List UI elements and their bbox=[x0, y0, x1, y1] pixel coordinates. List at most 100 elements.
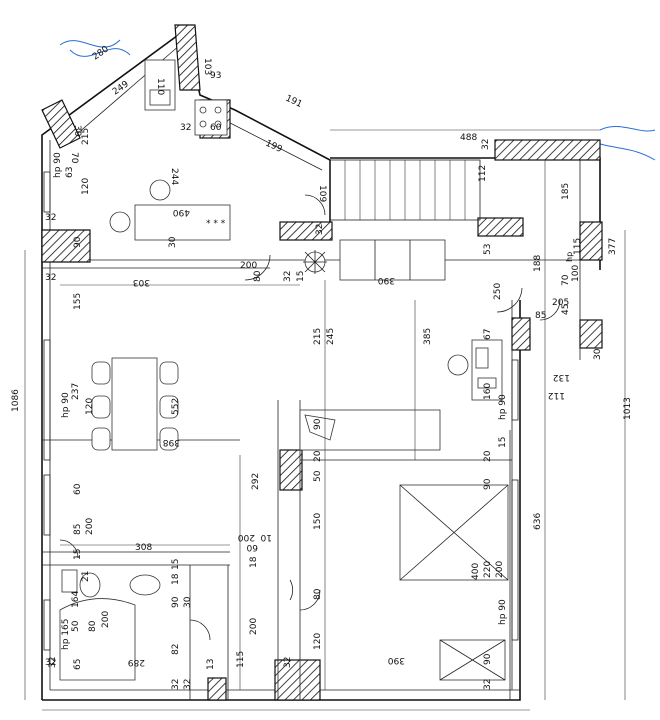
dim-label: 308 bbox=[135, 543, 152, 553]
dim-label: hp 165 bbox=[61, 619, 71, 650]
dim-label: 188 bbox=[533, 255, 543, 272]
dim-label: 18 bbox=[171, 573, 181, 585]
dim-label: 20 bbox=[313, 450, 323, 462]
dim-label: 115 bbox=[236, 651, 246, 668]
dim-label: 80 bbox=[253, 270, 263, 282]
dim-label: 160 bbox=[483, 383, 493, 400]
dim-label: 150 bbox=[313, 513, 323, 530]
dim-label: 90 bbox=[171, 596, 181, 608]
dim-label: 237 bbox=[71, 383, 81, 400]
dim-label: 109 bbox=[317, 185, 327, 202]
dim-label: hp bbox=[565, 252, 574, 262]
dim-label: 245 bbox=[326, 328, 336, 345]
dim-label: 10 bbox=[260, 532, 272, 542]
bed bbox=[399, 484, 509, 681]
dim-label: 185 bbox=[561, 183, 571, 200]
dim-label: 32 bbox=[48, 657, 58, 668]
dim-label: 120 bbox=[81, 178, 91, 195]
dim-label: 30 bbox=[593, 348, 603, 360]
dim-label: 110 bbox=[155, 78, 165, 95]
dim-label: 1013 bbox=[623, 397, 633, 420]
svg-text:* * *: * * * bbox=[206, 219, 226, 229]
dim-label: 32 bbox=[183, 679, 193, 690]
dim-label: 120 bbox=[85, 398, 95, 415]
dim-label: 199 bbox=[264, 139, 284, 155]
dim-label: 85 bbox=[73, 524, 83, 535]
dim-label: 90 bbox=[483, 653, 493, 665]
dim-label: 120 bbox=[313, 633, 323, 650]
dim-label: 90 bbox=[483, 478, 493, 490]
dim-label: 80 bbox=[313, 588, 323, 600]
dim-label: 32 bbox=[45, 273, 56, 283]
dim-label: 200 bbox=[101, 611, 111, 628]
dim-label: 21 bbox=[81, 571, 91, 582]
dim-label: 244 bbox=[169, 168, 179, 185]
dim-label: 70 bbox=[69, 152, 79, 164]
dim-label: 1086 bbox=[11, 389, 21, 412]
dining-table bbox=[91, 357, 179, 451]
dim-label: 45 bbox=[561, 304, 571, 315]
dim-label: 636 bbox=[533, 513, 543, 530]
dim-label: 90 bbox=[73, 236, 83, 248]
dim-label: 65 bbox=[73, 659, 83, 670]
dim-label: 30 bbox=[72, 125, 82, 137]
dim-label: 60 bbox=[246, 542, 258, 552]
dim-label: 30 bbox=[183, 596, 193, 608]
dim-label: 32 bbox=[283, 271, 293, 282]
dim-label: 132 bbox=[553, 372, 570, 382]
dim-label: 292 bbox=[251, 473, 261, 490]
door-swings bbox=[59, 194, 561, 641]
dim-label: 220 bbox=[483, 561, 493, 578]
staircase bbox=[329, 159, 481, 221]
kitchen: * * * bbox=[109, 59, 231, 241]
dim-label: 155 bbox=[73, 293, 83, 310]
dim-label: hp 90 bbox=[498, 394, 508, 420]
sofa bbox=[299, 239, 446, 451]
dim-label: 112 bbox=[478, 165, 488, 182]
dim-label: 303 bbox=[133, 277, 150, 287]
dim-label: 390 bbox=[378, 275, 395, 285]
dim-label: 32 bbox=[171, 679, 181, 690]
dim-label: hp 90 bbox=[498, 599, 508, 625]
dim-label: 100 bbox=[571, 265, 581, 282]
desk bbox=[447, 339, 503, 401]
dim-label: 32 bbox=[45, 213, 56, 223]
dim-label: 200 bbox=[238, 532, 255, 542]
dim-label: hp 90 bbox=[53, 152, 63, 178]
dim-label: 215 bbox=[81, 128, 91, 145]
dim-label: 164 bbox=[71, 591, 81, 608]
dim-label: 115 bbox=[573, 238, 583, 255]
plant-icon bbox=[303, 250, 327, 274]
dim-label: 200 bbox=[85, 518, 95, 535]
dim-label: 390 bbox=[388, 655, 405, 665]
dim-label: 90 bbox=[313, 418, 323, 430]
dim-label: 50 bbox=[71, 620, 81, 632]
dim-label: hp 90 bbox=[61, 392, 71, 418]
dim-label: 15 bbox=[171, 559, 181, 570]
dim-label: 15 bbox=[498, 437, 508, 448]
dim-label: 32 bbox=[315, 224, 325, 235]
dim-label: 32 bbox=[481, 139, 491, 150]
dim-label: 18 bbox=[249, 556, 259, 568]
dim-label: 32 bbox=[283, 657, 293, 668]
bathroom bbox=[59, 569, 161, 681]
dim-label: 50 bbox=[313, 470, 323, 482]
dim-label: 15 bbox=[73, 549, 83, 560]
dim-label: 60 bbox=[73, 483, 83, 495]
dim-label: 32 bbox=[45, 658, 56, 668]
dim-label: 398 bbox=[163, 437, 180, 447]
dim-label: 205 bbox=[552, 298, 569, 308]
dim-label: 32 bbox=[180, 123, 191, 133]
dim-label: 385 bbox=[423, 328, 433, 345]
dim-label: 20 bbox=[483, 450, 493, 462]
windows bbox=[43, 171, 519, 651]
dim-label: 488 bbox=[460, 133, 477, 143]
dim-label: 82 bbox=[171, 644, 181, 655]
dim-label: 200 bbox=[240, 261, 257, 271]
dim-label: 60 bbox=[210, 123, 222, 133]
dim-label: 15 bbox=[296, 271, 306, 282]
dim-label: 30 bbox=[168, 236, 178, 248]
dim-label: 490 bbox=[173, 207, 190, 217]
dim-label: 80 bbox=[88, 620, 98, 632]
